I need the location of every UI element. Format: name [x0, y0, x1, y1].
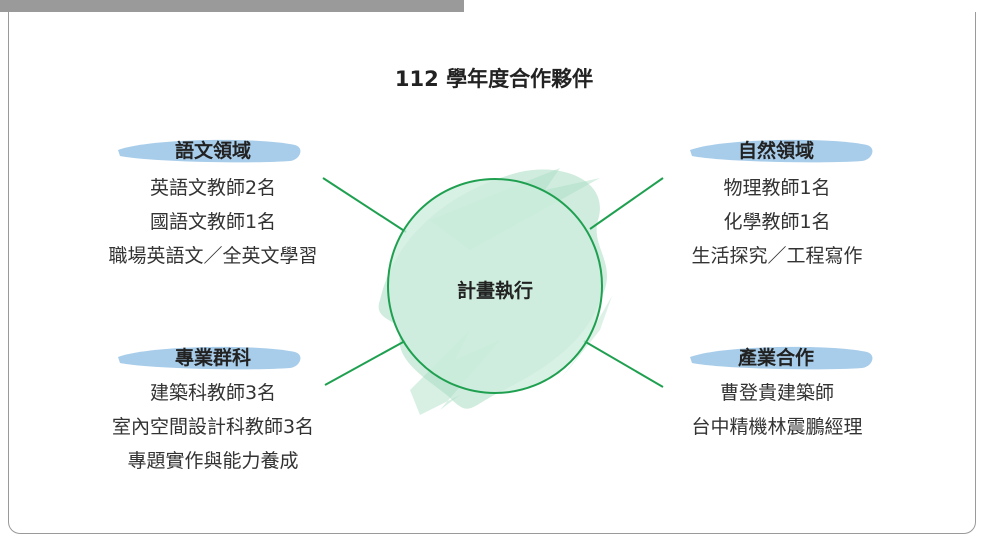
list-item: 建築科教師3名 — [149, 382, 277, 404]
industry-cooperation-label: 產業合作 — [737, 347, 814, 369]
list-item: 職場英語文／全英文學習 — [108, 245, 318, 267]
content-frame — [8, 12, 976, 534]
list-item: 生活探究／工程寫作 — [691, 245, 863, 267]
center-label: 計畫執行 — [456, 280, 533, 302]
list-item: 室內空間設計科教師3名 — [111, 416, 315, 438]
header-tab — [0, 0, 464, 12]
nature-domain-list: 物理教師1名 化學教師1名 生活探究／工程寫作 — [604, 171, 950, 273]
list-item: 物理教師1名 — [723, 177, 831, 199]
label-brush-language — [118, 139, 301, 163]
nature-domain-label: 自然領域 — [737, 140, 814, 162]
language-domain-list: 英語文教師2名 國語文教師1名 職場英語文／全英文學習 — [40, 171, 386, 273]
diagram-title: 112 學年度合作夥伴 — [394, 67, 594, 91]
professional-group-list: 建築科教師3名 室內空間設計科教師3名 專題實作與能力養成 — [40, 376, 386, 478]
connector-line-language — [322, 177, 407, 233]
list-item: 曹登貴建築師 — [719, 382, 834, 404]
list-item: 專題實作與能力養成 — [127, 450, 299, 472]
list-item: 國語文教師1名 — [149, 211, 277, 233]
label-brush-professional — [118, 346, 301, 370]
center-circle — [387, 178, 603, 394]
label-brush-industry — [690, 346, 873, 370]
connector-line-nature — [589, 177, 664, 230]
professional-group-label: 專業群科 — [174, 347, 251, 369]
connector-line-industry — [583, 340, 664, 388]
connector-line-professional — [324, 340, 406, 386]
label-brush-nature — [690, 139, 873, 163]
list-item: 英語文教師2名 — [149, 177, 277, 199]
list-item: 化學教師1名 — [723, 211, 831, 233]
label-brush-strokes — [118, 139, 873, 370]
industry-cooperation-list: 曹登貴建築師 台中精機林震鵬經理 — [604, 376, 950, 444]
language-domain-label: 語文領域 — [174, 140, 251, 162]
list-item: 台中精機林震鵬經理 — [691, 416, 863, 438]
